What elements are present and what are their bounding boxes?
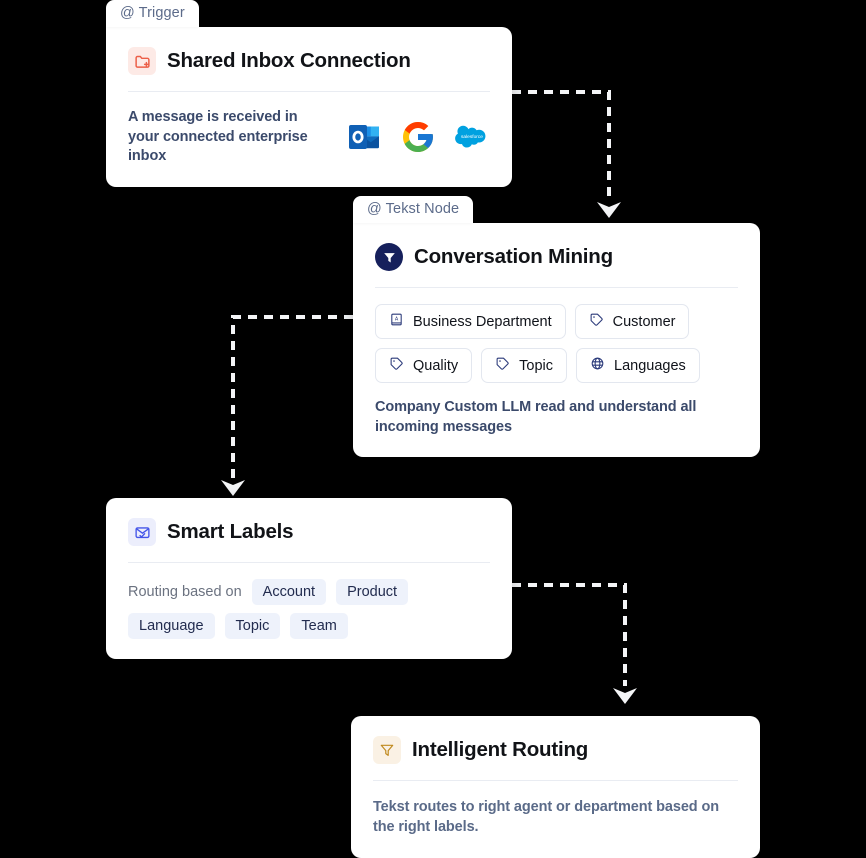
card-header: Conversation Mining [353, 223, 760, 271]
trigger-description: A message is received in your connected … [128, 109, 308, 165]
card-body: Tekst routes to right agent or departmen… [351, 781, 760, 858]
chip-label: Languages [614, 357, 686, 374]
node-tekst[interactable]: @ Tekst Node Conversation Mining [353, 196, 760, 458]
mining-chip-list: A Business Department Customer [375, 304, 738, 383]
funnel-circle-icon [375, 243, 403, 271]
connector-labels-to-routing [512, 583, 627, 686]
card-title: Intelligent Routing [412, 737, 589, 761]
card-divider [373, 780, 738, 781]
node-tab-tekst[interactable]: @ Tekst Node [353, 196, 474, 223]
integration-logos: salesforce [346, 119, 490, 155]
card-header: Smart Labels [106, 498, 512, 546]
pill-topic[interactable]: Topic [224, 613, 281, 639]
card-header: Intelligent Routing [351, 716, 760, 764]
book-icon: A [389, 312, 404, 331]
node-smart-labels[interactable]: Smart Labels Routing based on Account Pr… [106, 498, 512, 659]
salesforce-logo: salesforce [455, 126, 486, 148]
mail-check-icon [128, 518, 156, 546]
card-title: Conversation Mining [414, 244, 613, 268]
folder-plus-icon [128, 47, 156, 75]
tag-icon [589, 312, 604, 331]
routing-description: Tekst routes to right agent or departmen… [373, 799, 719, 836]
card-body: A message is received in your connected … [106, 92, 512, 187]
arrowhead-3 [613, 688, 637, 704]
card-body: Routing based on Account Product Languag… [106, 563, 512, 659]
card-title: Shared Inbox Connection [167, 48, 411, 72]
pill-language[interactable]: Language [128, 613, 215, 639]
chip-business-department[interactable]: A Business Department [375, 304, 566, 339]
chip-label: Quality [413, 357, 459, 374]
node-tab-trigger[interactable]: @ Trigger [106, 0, 199, 27]
routing-pill-list: Routing based on Account Product Languag… [128, 579, 490, 639]
outlook-logo [349, 125, 379, 150]
card-smart-labels[interactable]: Smart Labels Routing based on Account Pr… [106, 498, 512, 659]
tag-icon [495, 356, 510, 375]
globe-icon [590, 356, 605, 375]
chip-label: Business Department [413, 313, 552, 330]
card-divider [375, 287, 738, 288]
chip-label: Customer [612, 313, 676, 330]
chip-quality[interactable]: Quality [375, 348, 473, 383]
pill-team[interactable]: Team [290, 613, 348, 639]
card-title: Smart Labels [167, 519, 294, 543]
card-divider [128, 562, 490, 563]
connector-mining-to-labels [231, 315, 353, 478]
funnel-icon [373, 736, 401, 764]
svg-text:A: A [395, 316, 399, 322]
salesforce-wordmark: salesforce [461, 134, 483, 140]
google-logo [403, 122, 433, 153]
card-shared-inbox-connection[interactable]: Shared Inbox Connection A message is rec… [106, 27, 512, 187]
card-divider [128, 91, 490, 92]
card-intelligent-routing[interactable]: Intelligent Routing Tekst routes to righ… [351, 716, 760, 858]
tag-icon [389, 356, 404, 375]
card-header: Shared Inbox Connection [106, 27, 512, 75]
node-intelligent-routing[interactable]: Intelligent Routing Tekst routes to righ… [351, 716, 760, 858]
routing-label: Routing based on [128, 584, 242, 600]
chip-customer[interactable]: Customer [574, 304, 690, 339]
chip-topic[interactable]: Topic [481, 348, 567, 383]
chip-languages[interactable]: Languages [576, 348, 700, 383]
mining-description: Company Custom LLM read and understand a… [375, 399, 697, 435]
node-trigger[interactable]: @ Trigger Shared Inbox Connection A mess… [106, 0, 512, 187]
connector-trigger-to-mining [512, 90, 611, 200]
pill-account[interactable]: Account [251, 579, 327, 605]
pill-product[interactable]: Product [336, 579, 409, 605]
arrowhead-2 [221, 480, 245, 496]
chip-label: Topic [519, 357, 553, 374]
card-conversation-mining[interactable]: Conversation Mining A Business Departmen [353, 223, 760, 458]
card-body: A Business Department Customer [353, 288, 760, 457]
